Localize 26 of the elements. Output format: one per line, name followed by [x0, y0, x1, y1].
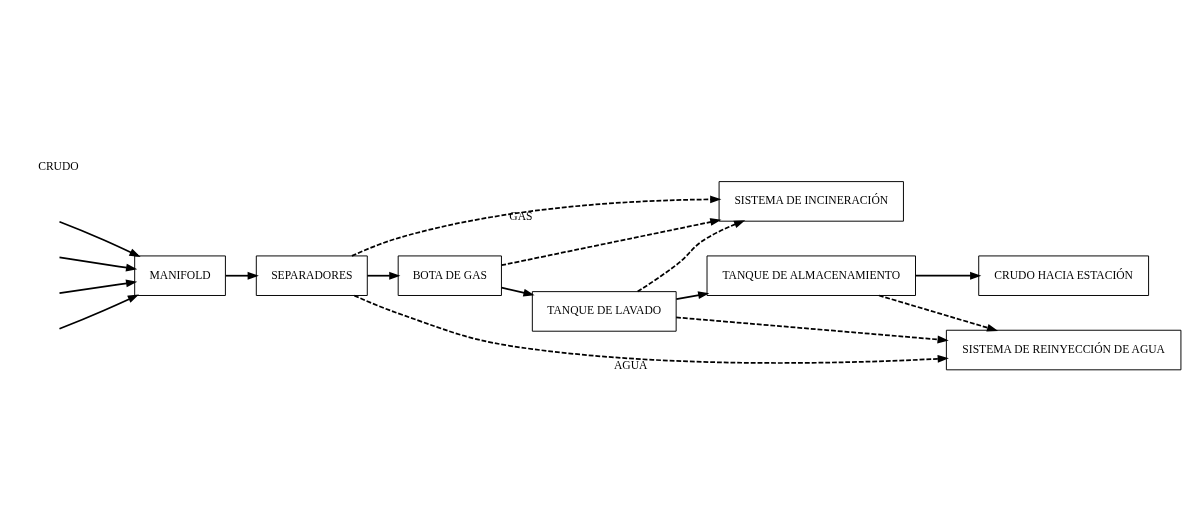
node-box: MANIFOLD — [134, 255, 226, 296]
arrow — [636, 220, 746, 293]
arrow — [58, 220, 141, 257]
arrow — [58, 256, 138, 272]
node-box: SEPARADORES — [255, 255, 368, 296]
label: CRUDO — [38, 159, 79, 173]
arrow — [500, 286, 535, 297]
node-box: SISTEMA DE INCINERACIÓN — [718, 181, 904, 222]
arrow — [224, 271, 259, 280]
edge-label: GAS — [509, 210, 533, 224]
node-box: TANQUE DE LAVADO — [531, 291, 677, 332]
arrow — [878, 294, 999, 332]
node-box: TANQUE DE ALMACENAMIENTO — [706, 255, 916, 296]
arrow — [366, 271, 401, 280]
arrow — [58, 279, 138, 294]
arrow — [675, 316, 949, 344]
arrow — [500, 218, 722, 267]
node-box: SISTEMA DE REINYECCIÓN DE AGUA — [945, 329, 1182, 371]
arrow — [675, 291, 710, 300]
node-box: CRUDO HACIA ESTACIÓN — [978, 255, 1150, 296]
arrow — [914, 271, 982, 280]
arrow — [351, 195, 722, 257]
node-box: BOTA DE GAS — [397, 255, 502, 296]
arrow — [353, 294, 949, 364]
arrow — [58, 294, 139, 330]
edge-label: AGUA — [613, 358, 648, 372]
